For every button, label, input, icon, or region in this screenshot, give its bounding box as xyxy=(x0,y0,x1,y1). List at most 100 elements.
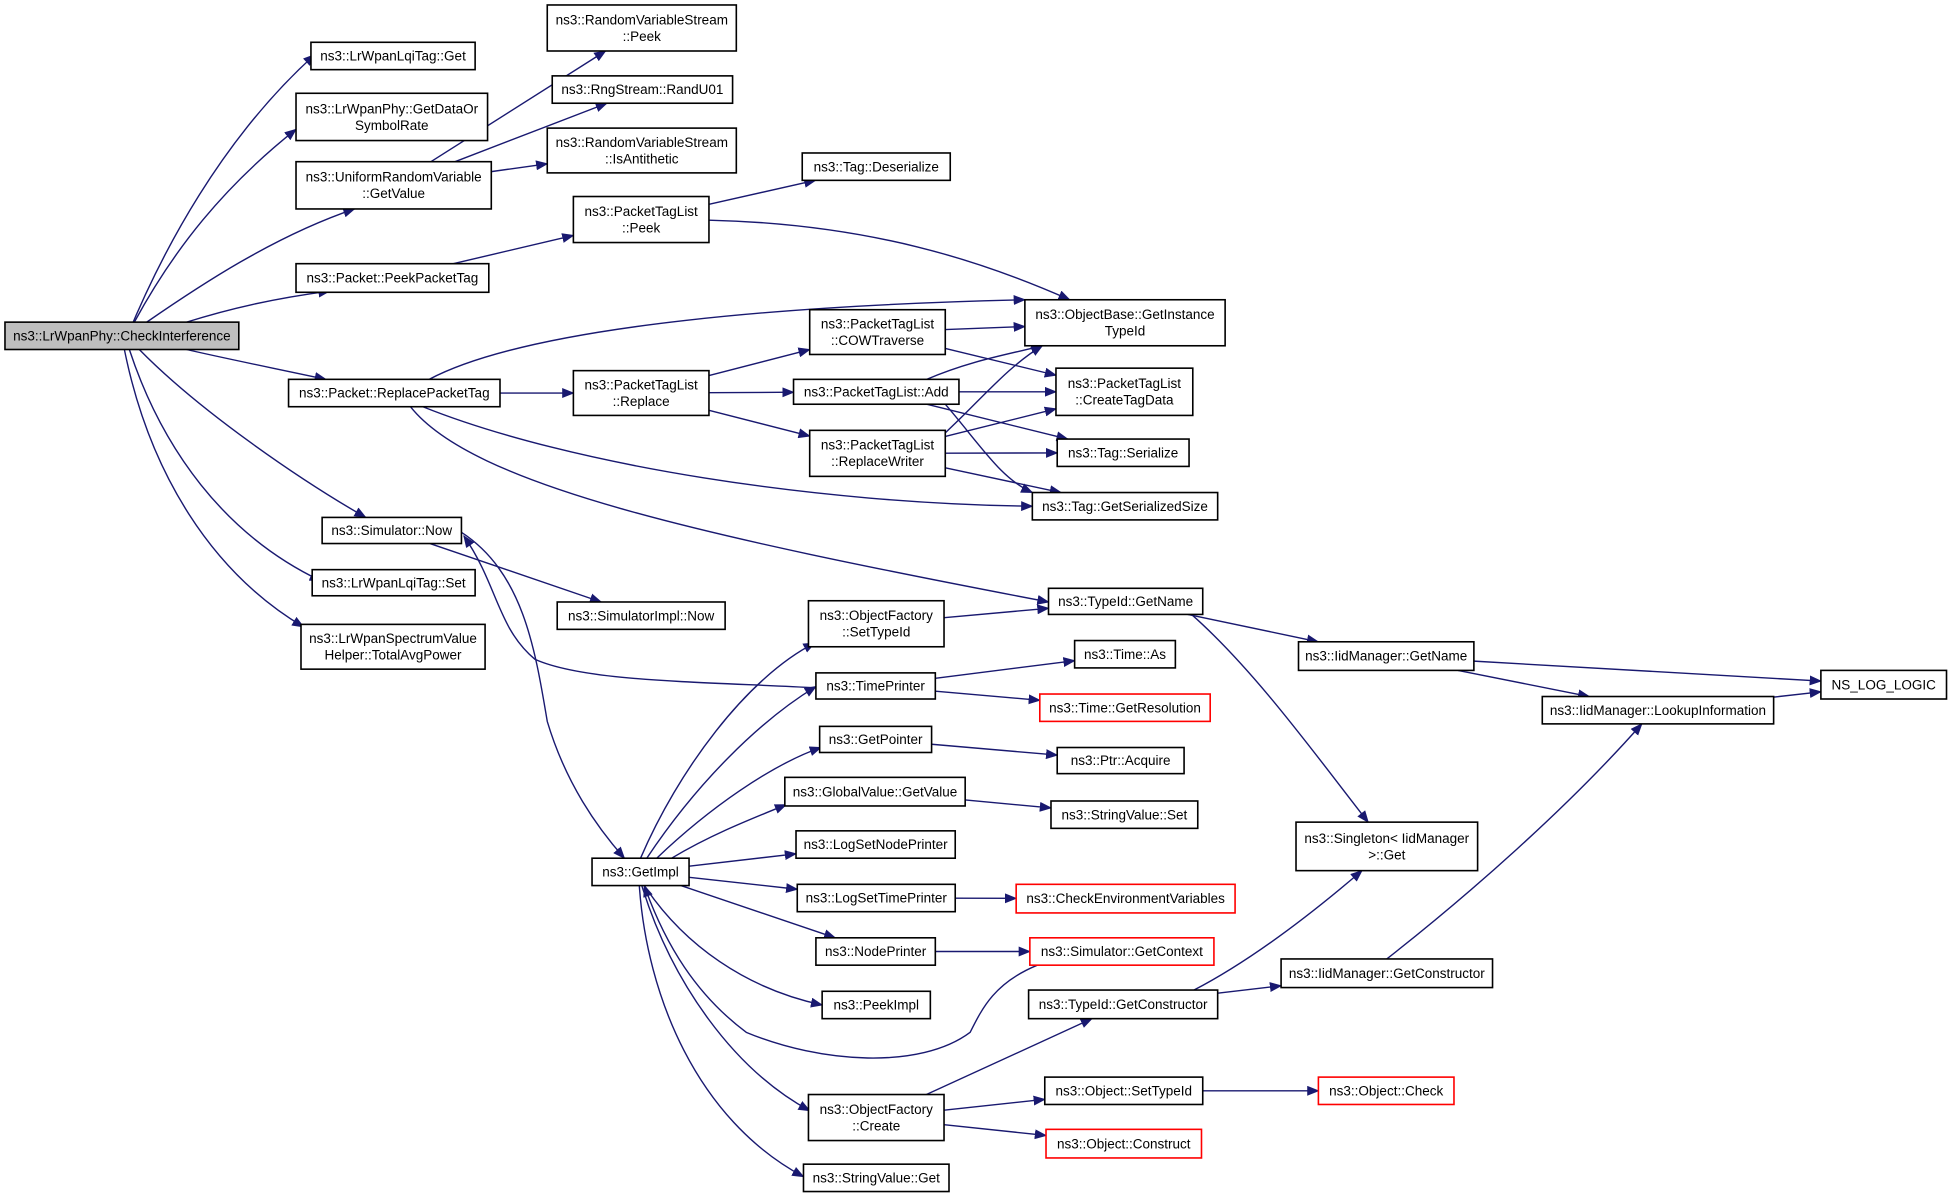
node-ptl-replacewriter[interactable]: ns3::PacketTagList::ReplaceWriter xyxy=(808,429,947,478)
node-label: ns3::Time::GetResolution xyxy=(1049,700,1201,715)
node-label: ns3::GlobalValue::GetValue xyxy=(793,784,958,799)
node-object-settypeid[interactable]: ns3::Object::SetTypeId xyxy=(1043,1076,1204,1106)
node-label: ns3::ObjectBase::GetInstance xyxy=(1035,307,1214,322)
node-object-construct[interactable]: ns3::Object::Construct xyxy=(1045,1128,1203,1159)
edge-getimpl-to-objectfactory-create xyxy=(642,886,811,1111)
edge-iidmanager-getconstructor-to-iidmanager-lookupinformation xyxy=(1387,722,1643,959)
node-tag-deserialize[interactable]: ns3::Tag::Deserialize xyxy=(801,152,952,182)
node-box xyxy=(1820,669,1948,700)
node-label: ::IsAntithetic xyxy=(605,151,679,166)
node-label: ns3::NodePrinter xyxy=(825,944,927,959)
node-iidmanager-lookupinformation[interactable]: ns3::IidManager::LookupInformation xyxy=(1541,695,1775,725)
edge-getimpl-to-stringvalue-get xyxy=(639,886,805,1177)
node-checkinterference[interactable]: ns3::LrWpanPhy::CheckInterference xyxy=(4,321,240,351)
edge-typeid-getname-to-iidmanager-getname xyxy=(1188,614,1320,645)
node-ptl-cowtraverse[interactable]: ns3::PacketTagList::COWTraverse xyxy=(808,308,947,356)
node-box xyxy=(1280,958,1494,989)
node-box xyxy=(1029,937,1215,966)
edge-ptl-peek-to-getinstancetypeid xyxy=(709,220,1071,300)
edge-ptl-add-to-tag-serialize xyxy=(927,404,1069,442)
edge-packet-replacepackettag-to-tag-getserializedsize xyxy=(423,407,1034,512)
edge-packet-replacepackettag-to-getinstancetypeid xyxy=(429,295,1027,380)
node-label: ns3::Object::Construct xyxy=(1057,1136,1191,1151)
node-stringvalue-get[interactable]: ns3::StringValue::Get xyxy=(802,1163,950,1193)
node-typeid-getname[interactable]: ns3::TypeId::GetName xyxy=(1047,587,1204,616)
node-time-getresolution[interactable]: ns3::Time::GetResolution xyxy=(1038,693,1211,723)
edge-simulator-getcontext-to-getimpl xyxy=(643,884,1037,1058)
node-box xyxy=(1541,695,1775,725)
node-singleton-get[interactable]: ns3::Singleton< IidManager >::Get xyxy=(1295,821,1479,872)
node-lqitag-get[interactable]: ns3::LrWpanLqiTag::Get xyxy=(310,41,476,71)
edge-checkinterference-to-uniform-getvalue xyxy=(147,207,356,322)
node-totalavgpower[interactable]: ns3::LrWpanSpectrumValueHelper::TotalAvg… xyxy=(300,623,486,670)
node-label: ns3::LrWpanPhy::CheckInterference xyxy=(13,328,231,343)
node-ptr-acquire[interactable]: ns3::Ptr::Acquire xyxy=(1056,746,1185,775)
node-label: ns3::IidManager::GetName xyxy=(1305,649,1467,664)
node-simulator-getcontext[interactable]: ns3::Simulator::GetContext xyxy=(1029,937,1215,966)
edge-typeid-getconstructor-to-iidmanager-getconstructor xyxy=(1218,982,1283,993)
node-getimpl[interactable]: ns3::GetImpl xyxy=(591,857,690,887)
node-tag-serialize[interactable]: ns3::Tag::Serialize xyxy=(1056,438,1190,468)
node-box xyxy=(1297,640,1475,672)
edge-layer xyxy=(122,51,1823,1177)
node-label: ns3::SimulatorImpl::Now xyxy=(568,608,715,623)
node-peekimpl[interactable]: ns3::PeekImpl xyxy=(821,990,932,1020)
node-rvs-peek[interactable]: ns3::RandomVariableStream::Peek xyxy=(546,4,738,52)
node-box xyxy=(591,857,690,887)
node-box xyxy=(1043,1076,1204,1106)
node-ptl-peek[interactable]: ns3::PacketTagList::Peek xyxy=(572,195,710,244)
node-getpointer[interactable]: ns3::GetPointer xyxy=(818,725,933,754)
node-label: ns3::Packet::ReplacePacketTag xyxy=(299,386,490,401)
node-uniform-getvalue[interactable]: ns3::UniformRandomVariable::GetValue xyxy=(295,160,493,210)
node-box xyxy=(1038,693,1211,723)
node-ptl-replace[interactable]: ns3::PacketTagList::Replace xyxy=(572,369,710,417)
node-label: ns3::Simulator::Now xyxy=(331,523,452,538)
node-objectfactory-create[interactable]: ns3::ObjectFactory::Create xyxy=(807,1093,945,1142)
node-lqitag-set[interactable]: ns3::LrWpanLqiTag::Set xyxy=(311,568,476,597)
edge-ptl-cowtraverse-to-getinstancetypeid xyxy=(945,321,1027,332)
node-label: ns3::CheckEnvironmentVariables xyxy=(1026,891,1225,906)
edge-checkinterference-to-lqitag-set xyxy=(129,350,323,581)
node-box xyxy=(1073,639,1177,669)
node-rvs-isantithetic[interactable]: ns3::RandomVariableStream::IsAntithetic xyxy=(546,127,738,174)
node-objectfactory-settypeid[interactable]: ns3::ObjectFactory::SetTypeId xyxy=(807,599,945,648)
node-nodeprinter[interactable]: ns3::NodePrinter xyxy=(815,937,937,966)
node-logsetnodeprinter[interactable]: ns3::LogSetNodePrinter xyxy=(795,830,957,860)
node-iidmanager-getconstructor[interactable]: ns3::IidManager::GetConstructor xyxy=(1280,958,1494,989)
node-timeprinter[interactable]: ns3::TimePrinter xyxy=(815,672,937,700)
node-tag-getserializedsize[interactable]: ns3::Tag::GetSerializedSize xyxy=(1031,491,1219,521)
node-label: ns3::Tag::Serialize xyxy=(1068,445,1178,460)
node-box xyxy=(311,568,476,597)
node-label: ::CreateTagData xyxy=(1075,393,1174,408)
node-object-check[interactable]: ns3::Object::Check xyxy=(1317,1076,1455,1106)
node-label: ns3::Simulator::GetContext xyxy=(1041,944,1203,959)
node-randu01[interactable]: ns3::RngStream::RandU01 xyxy=(551,75,734,105)
node-time-as[interactable]: ns3::Time::As xyxy=(1073,639,1177,669)
node-packet-replacepackettag[interactable]: ns3::Packet::ReplacePacketTag xyxy=(287,378,501,408)
edge-ptl-add-to-tag-getserializedsize xyxy=(945,404,1034,492)
node-ptl-createtagdata[interactable]: ns3::PacketTagList::CreateTagData xyxy=(1055,367,1194,417)
edge-checkinterference-to-simulator-now xyxy=(139,350,367,518)
node-label: ns3::Tag::GetSerializedSize xyxy=(1042,499,1208,514)
node-stringvalue-set[interactable]: ns3::StringValue::Set xyxy=(1050,800,1199,830)
node-globalvalue-getvalue[interactable]: ns3::GlobalValue::GetValue xyxy=(784,776,966,807)
node-box xyxy=(801,152,952,182)
node-typeid-getconstructor[interactable]: ns3::TypeId::GetConstructor xyxy=(1027,989,1219,1020)
node-ns-log-logic[interactable]: NS_LOG_LOGIC xyxy=(1820,669,1948,700)
node-logsettimeprinter[interactable]: ns3::LogSetTimePrinter xyxy=(796,883,957,913)
node-label: ns3::PacketTagList xyxy=(585,204,699,219)
edge-typeid-getconstructor-to-singleton-get xyxy=(1194,869,1363,990)
node-ptl-add[interactable]: ns3::PacketTagList::Add xyxy=(792,378,960,406)
node-label: ::Peek xyxy=(622,220,661,235)
node-label: ns3::Packet::PeekPacketTag xyxy=(306,271,478,286)
node-label: ns3::LogSetTimePrinter xyxy=(806,891,948,906)
node-box xyxy=(1295,821,1479,872)
node-box xyxy=(1031,491,1219,521)
node-packet-peekpackettag[interactable]: ns3::Packet::PeekPacketTag xyxy=(295,262,490,294)
node-simulatorimpl-now[interactable]: ns3::SimulatorImpl::Now xyxy=(556,601,726,631)
node-iidmanager-getname[interactable]: ns3::IidManager::GetName xyxy=(1297,640,1475,672)
node-simulator-now[interactable]: ns3::Simulator::Now xyxy=(321,516,463,545)
node-checkenvironmentvariables[interactable]: ns3::CheckEnvironmentVariables xyxy=(1015,883,1236,914)
